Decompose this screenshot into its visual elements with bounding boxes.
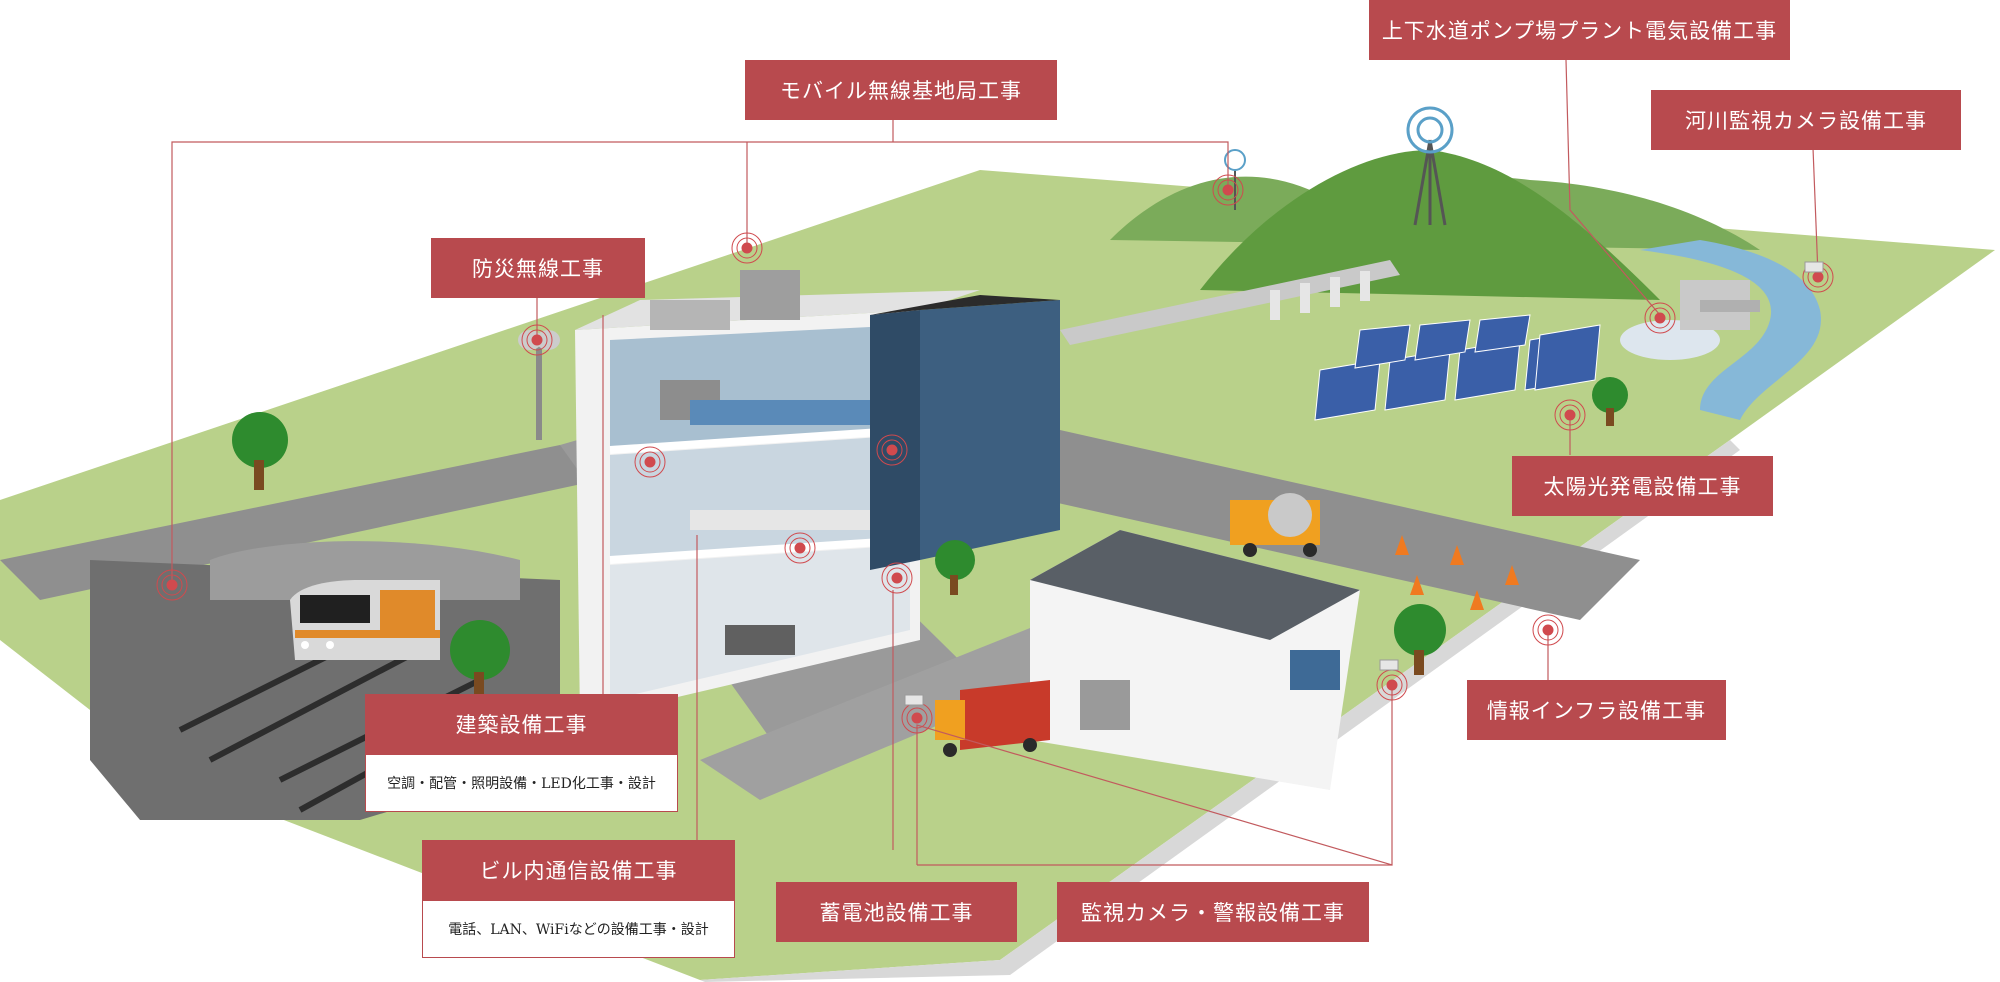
road-bridge: [1060, 260, 1400, 345]
glass-tower: [870, 295, 1060, 570]
solar-array: [1314, 314, 1601, 421]
warehouse: [1030, 530, 1360, 790]
delivery-truck: [935, 680, 1050, 757]
river: [1640, 240, 1821, 420]
signal-hotspot-icon: [156, 174, 1834, 734]
label-river-camera: 河川監視カメラ設備工事: [1651, 90, 1961, 150]
trees: [232, 377, 1628, 702]
train: [290, 580, 440, 660]
label-in-building-comm-detail: 電話、LAN、WiFiなどの設備工事・設計: [422, 900, 735, 958]
road-left: [0, 445, 600, 600]
office-building: [575, 270, 980, 720]
label-building-equipment-detail: 空調・配管・照明設備・LED化工事・設計: [365, 754, 678, 812]
label-solar-power: 太陽光発電設備工事: [1512, 456, 1773, 516]
label-water-pump-plant: 上下水道ポンプ場プラント電気設備工事: [1369, 0, 1790, 60]
label-building-equipment: 建築設備工事: [365, 694, 678, 754]
traffic-cones: [1395, 535, 1519, 610]
security-camera-icon: [904, 261, 1824, 706]
label-info-infra: 情報インフラ設備工事: [1467, 680, 1726, 740]
label-in-building-comm: ビル内通信設備工事: [422, 840, 735, 900]
antenna-tower-icon: [1406, 106, 1454, 226]
label-disaster-radio: 防災無線工事: [431, 238, 645, 298]
cable-truck: [1230, 493, 1320, 557]
pump-plant: [1620, 280, 1760, 360]
label-surveillance-alarm: 監視カメラ・警報設備工事: [1057, 882, 1369, 942]
label-battery: 蓄電池設備工事: [776, 882, 1017, 942]
rail-tunnel-arch: [210, 541, 520, 600]
bridge-pillars: [1270, 271, 1370, 320]
label-mobile-base-station: モバイル無線基地局工事: [745, 60, 1057, 120]
